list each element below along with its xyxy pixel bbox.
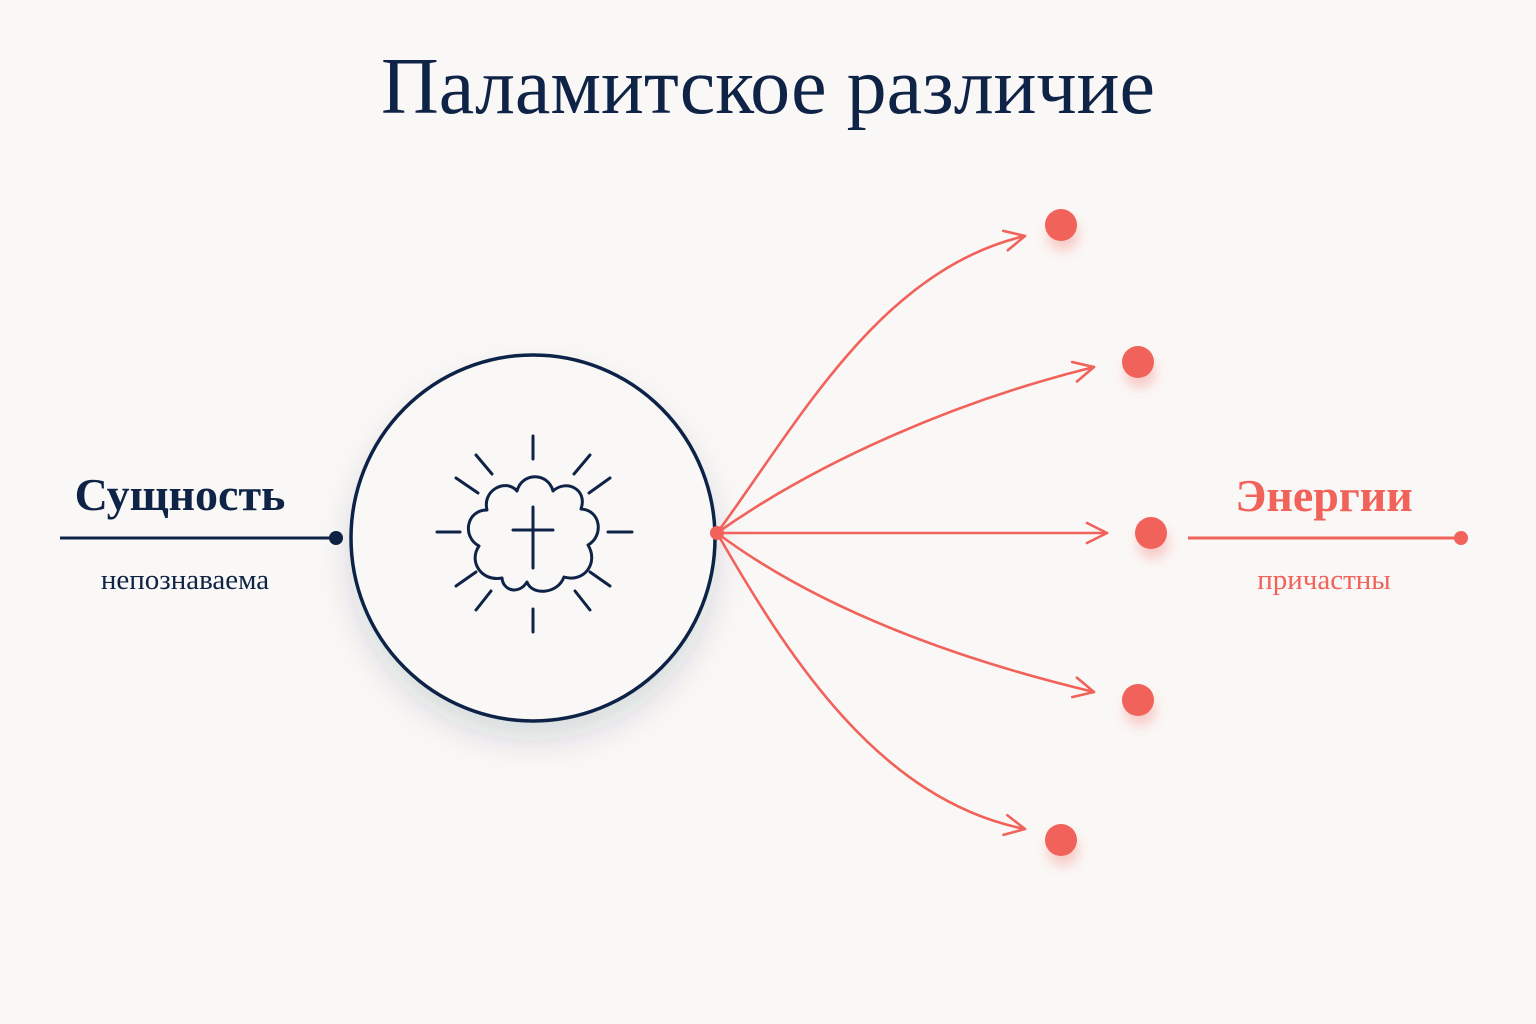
energy-arrowhead-1: [1001, 229, 1027, 252]
essence-sublabel: непознаваема: [101, 564, 269, 596]
energy-arrow-1: [715, 234, 1027, 535]
energy-dot-5: [1045, 824, 1077, 856]
energy-arrow-2: [715, 365, 1096, 535]
energy-dot-1: [1045, 209, 1077, 241]
energies-sublabel: причастны: [1257, 564, 1391, 596]
energy-arrowhead-5: [1002, 813, 1027, 837]
energy-arrowhead-2: [1070, 360, 1096, 383]
energy-dot-3: [1135, 517, 1167, 549]
diagram-title: Паламитское различие: [381, 43, 1155, 131]
energy-arrowhead-4: [1070, 676, 1096, 699]
energy-dot-2: [1122, 346, 1154, 378]
cloud-with-cross-and-rays-icon: [435, 434, 634, 634]
energy-dot-4: [1122, 684, 1154, 716]
energies-connector-dot: [1454, 531, 1468, 545]
energies-label: Энергии: [1235, 470, 1413, 521]
energy-dots: [1045, 209, 1167, 856]
energy-arrowhead-3: [1085, 521, 1109, 545]
energy-arrows: [715, 229, 1109, 837]
energy-arrow-4: [715, 531, 1096, 694]
essence-connector-dot: [329, 531, 343, 545]
energy-arrow-5: [715, 531, 1027, 831]
energy-source-dot: [710, 526, 724, 540]
essence-label: Сущность: [75, 469, 286, 520]
